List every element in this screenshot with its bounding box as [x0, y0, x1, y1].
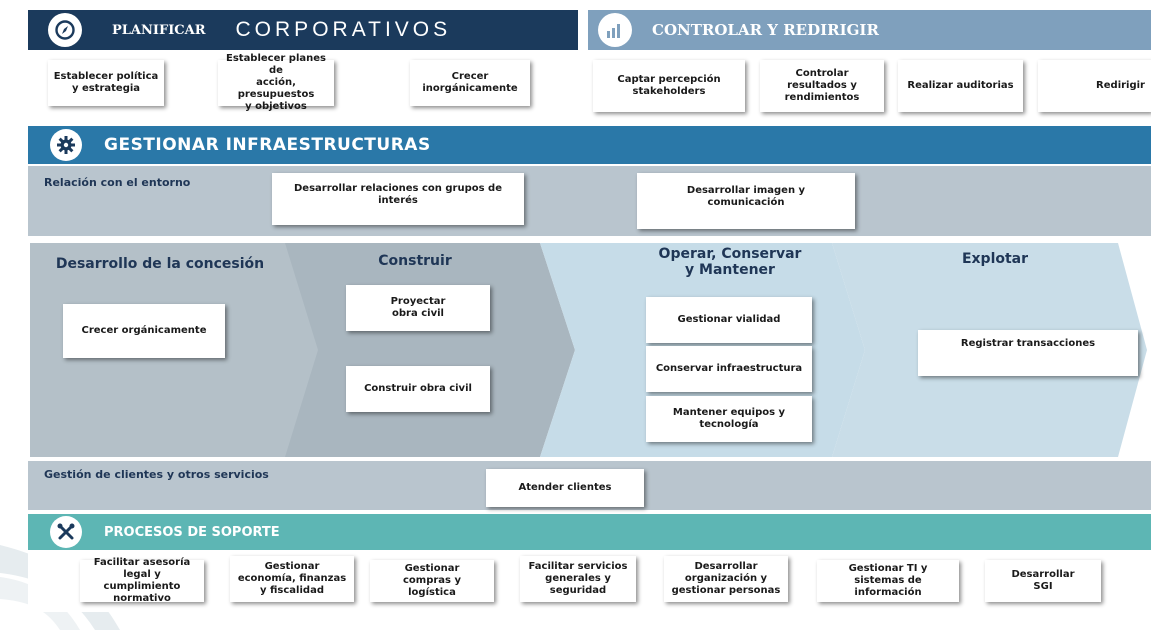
gear-icon	[50, 129, 82, 161]
bar-chart-icon	[598, 13, 632, 47]
control-box-resultados[interactable]: Controlar resultados y rendimientos	[760, 60, 884, 112]
plan-box-inorganico[interactable]: Crecer inorgánicamente	[410, 60, 530, 106]
stage-title-desarrollo: Desarrollo de la concesión	[55, 256, 265, 272]
soporte-box-economia[interactable]: Gestionar economía, finanzas y fiscalida…	[230, 556, 354, 602]
stage-box-mantener[interactable]: Mantener equipos y tecnología	[646, 396, 812, 442]
soporte-box-asesoria[interactable]: Facilitar asesoría legal y cumplimiento …	[80, 557, 204, 604]
infra-label: GESTIONAR INFRAESTRUCTURAS	[104, 135, 431, 155]
soporte-box-ti[interactable]: Gestionar TI y sistemas de información	[817, 560, 959, 602]
soporte-box-organizacion[interactable]: Desarrollar organización y gestionar per…	[664, 556, 788, 602]
stage-box-proyectar[interactable]: Proyectar obra civil	[346, 285, 490, 331]
control-box-auditorias[interactable]: Realizar auditorias	[898, 60, 1023, 112]
stage-box-vialidad[interactable]: Gestionar vialidad	[646, 297, 812, 343]
infra-header: GESTIONAR INFRAESTRUCTURAS	[28, 126, 1151, 164]
stage-title-operar: Operar, Conservar y Mantener	[658, 246, 802, 278]
stage-box-crecer-organicamente[interactable]: Crecer orgánicamente	[63, 304, 225, 358]
clientes-box-atender[interactable]: Atender clientes	[486, 469, 644, 507]
clientes-label: Gestión de clientes y otros servicios	[44, 468, 269, 481]
soporte-box-compras[interactable]: Gestionar compras y logística	[370, 560, 494, 602]
soporte-label: PROCESOS DE SOPORTE	[104, 524, 280, 540]
plan-box-politica[interactable]: Establecer política y estrategia	[48, 60, 164, 106]
compass-icon	[48, 13, 82, 47]
entorno-label: Relación con el entorno	[44, 176, 191, 189]
stage-box-registrar[interactable]: Registrar transacciones	[918, 330, 1138, 376]
soporte-box-servicios[interactable]: Facilitar servicios generales y segurida…	[520, 556, 636, 602]
entorno-box-grupos[interactable]: Desarrollar relaciones con grupos de int…	[272, 173, 524, 225]
stage-title-explotar: Explotar	[961, 251, 1029, 267]
stage-box-construir-obra[interactable]: Construir obra civil	[346, 366, 490, 412]
soporte-header: PROCESOS DE SOPORTE	[28, 514, 1151, 550]
control-box-redirigir[interactable]: Redirigir	[1038, 60, 1151, 112]
planificar-label: PLANIFICAR	[112, 22, 206, 38]
stage-box-conservar[interactable]: Conservar infraestructura	[646, 346, 812, 392]
stage-title-construir: Construir	[378, 253, 452, 269]
tools-icon	[50, 516, 82, 548]
planificar-header: PLANIFICAR CORPORATIVOS	[28, 10, 578, 50]
plan-box-planes[interactable]: Establecer planes de acción, presupuesto…	[218, 53, 334, 112]
soporte-box-sgi[interactable]: Desarrollar SGI	[985, 560, 1101, 602]
stage-chevron-construir	[285, 243, 575, 457]
controlar-header: CONTROLAR Y REDIRIGIR	[588, 10, 1151, 50]
corporativos-title: CORPORATIVOS	[235, 18, 452, 41]
entorno-band	[28, 166, 1151, 236]
entorno-box-imagen[interactable]: Desarrollar imagen y comunicación	[637, 173, 855, 229]
controlar-label: CONTROLAR Y REDIRIGIR	[652, 21, 879, 39]
control-box-stakeholders[interactable]: Captar percepción stakeholders	[593, 60, 745, 112]
